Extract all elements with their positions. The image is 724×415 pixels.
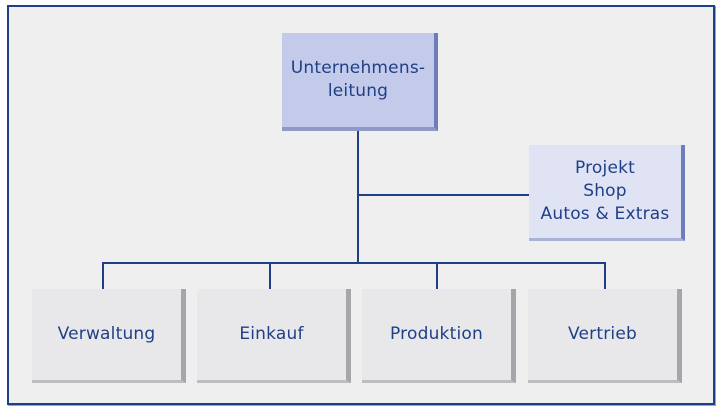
projekt-shop-box: Projekt Shop Autos & Extras [529, 145, 685, 241]
projekt-shop-label: Projekt Shop Autos & Extras [540, 158, 670, 224]
department-box-einkauf: Einkauf [197, 289, 351, 383]
connector-drop-verwaltung [102, 262, 104, 289]
department-label: Verwaltung [57, 324, 156, 344]
department-box-vertrieb: Vertrieb [528, 289, 682, 383]
department-box-verwaltung: Verwaltung [32, 289, 186, 383]
connector-drop-vertrieb [604, 262, 606, 289]
unternehmensleitung-box: Unternehmens- leitung [282, 33, 438, 131]
department-label: Produktion [390, 324, 483, 344]
connector-drop-einkauf [269, 262, 271, 289]
department-label: Einkauf [239, 324, 304, 344]
connector-staff-branch [357, 194, 529, 196]
unternehmensleitung-label: Unternehmens- leitung [290, 58, 426, 101]
connector-top-trunk [357, 130, 359, 263]
connector-department-bus [102, 262, 606, 264]
connector-drop-produktion [436, 262, 438, 289]
department-label: Vertrieb [568, 324, 637, 344]
department-box-produktion: Produktion [362, 289, 516, 383]
